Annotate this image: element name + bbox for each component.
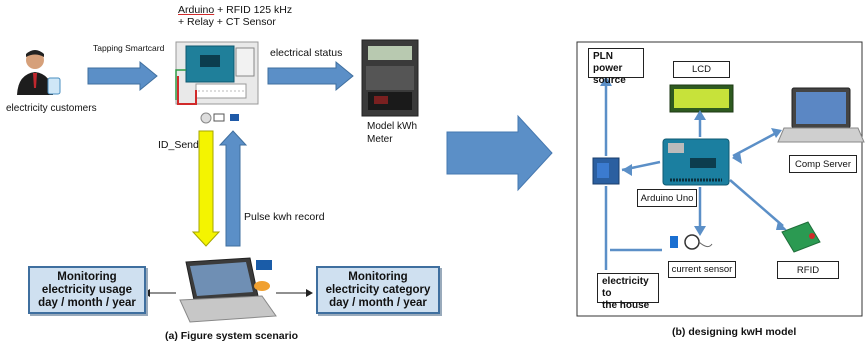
category-monitoring-box: Monitoring electricity category day / mo… — [316, 266, 440, 314]
scenario-caption: (a) Figure system scenario — [165, 330, 299, 342]
big-transition-arrow — [446, 114, 553, 192]
current-sensor-label-box: current sensor — [668, 261, 736, 278]
usage-line1: Monitoring — [57, 270, 117, 283]
category-line1: Monitoring — [348, 270, 408, 283]
arrowhead-usage — [143, 289, 150, 297]
arduino-uno-image — [662, 138, 730, 186]
components-line2: + Relay + CT Sensor — [178, 16, 276, 28]
id-send-label: ID_Send — [158, 139, 199, 151]
usage-line3: day / month / year — [38, 296, 136, 309]
arrow-tapping — [87, 60, 158, 92]
meter-label: Model kWh Meter — [367, 120, 417, 146]
house-line2: the house — [602, 300, 650, 311]
customer-label: electricity customers — [6, 103, 97, 114]
meter-label-line2: Meter — [367, 134, 393, 145]
electrical-status-label: electrical status — [270, 47, 343, 59]
tapping-label: Tapping Smartcard — [93, 43, 165, 53]
arduino-word: Arduino — [178, 4, 215, 16]
arduino-board-image — [175, 41, 259, 124]
components-line1: + RFID 125 kHz — [214, 4, 293, 16]
model-caption: (b) designing kwH model — [672, 326, 797, 338]
rfid-image — [781, 221, 821, 253]
lcd-label-box: LCD — [673, 61, 730, 78]
pln-power-source-box: PLN power source — [588, 48, 644, 86]
current-sensor-image — [670, 234, 713, 250]
pulse-kwh-label: Pulse kwh record — [244, 211, 325, 223]
usage-monitoring-box: Monitoring electricity usage day / month… — [28, 266, 146, 314]
usage-line2: electricity usage — [41, 283, 133, 296]
laptop-icon — [179, 257, 277, 323]
meter-label-line1: Model kWh — [367, 121, 418, 132]
arrowhead-category — [306, 289, 313, 297]
house-line1: electricity to — [602, 276, 649, 299]
category-line3: day / month / year — [329, 296, 427, 309]
comp-server-label-box: Comp Server — [789, 155, 857, 173]
kwh-meter-image — [361, 39, 419, 117]
customer-icon — [17, 50, 61, 95]
lcd-image — [669, 84, 734, 113]
rfid-label-box: RFID — [777, 261, 839, 279]
model-arrowheads — [600, 76, 787, 236]
components-label: Arduino + RFID 125 kHz + Relay + CT Sens… — [178, 4, 292, 28]
relay-image — [592, 157, 620, 185]
arrow-pulse-kwh — [218, 130, 248, 247]
server-laptop-icon — [777, 87, 865, 143]
pln-line1: PLN power — [593, 51, 623, 74]
pln-line2: source — [593, 75, 626, 86]
arduino-uno-label-box: Arduino Uno — [637, 189, 697, 207]
house-electricity-box: electricity to the house — [597, 273, 659, 311]
arrow-id-send — [191, 130, 221, 247]
arrow-electrical-status — [267, 60, 354, 92]
category-line2: electricity category — [325, 283, 431, 296]
